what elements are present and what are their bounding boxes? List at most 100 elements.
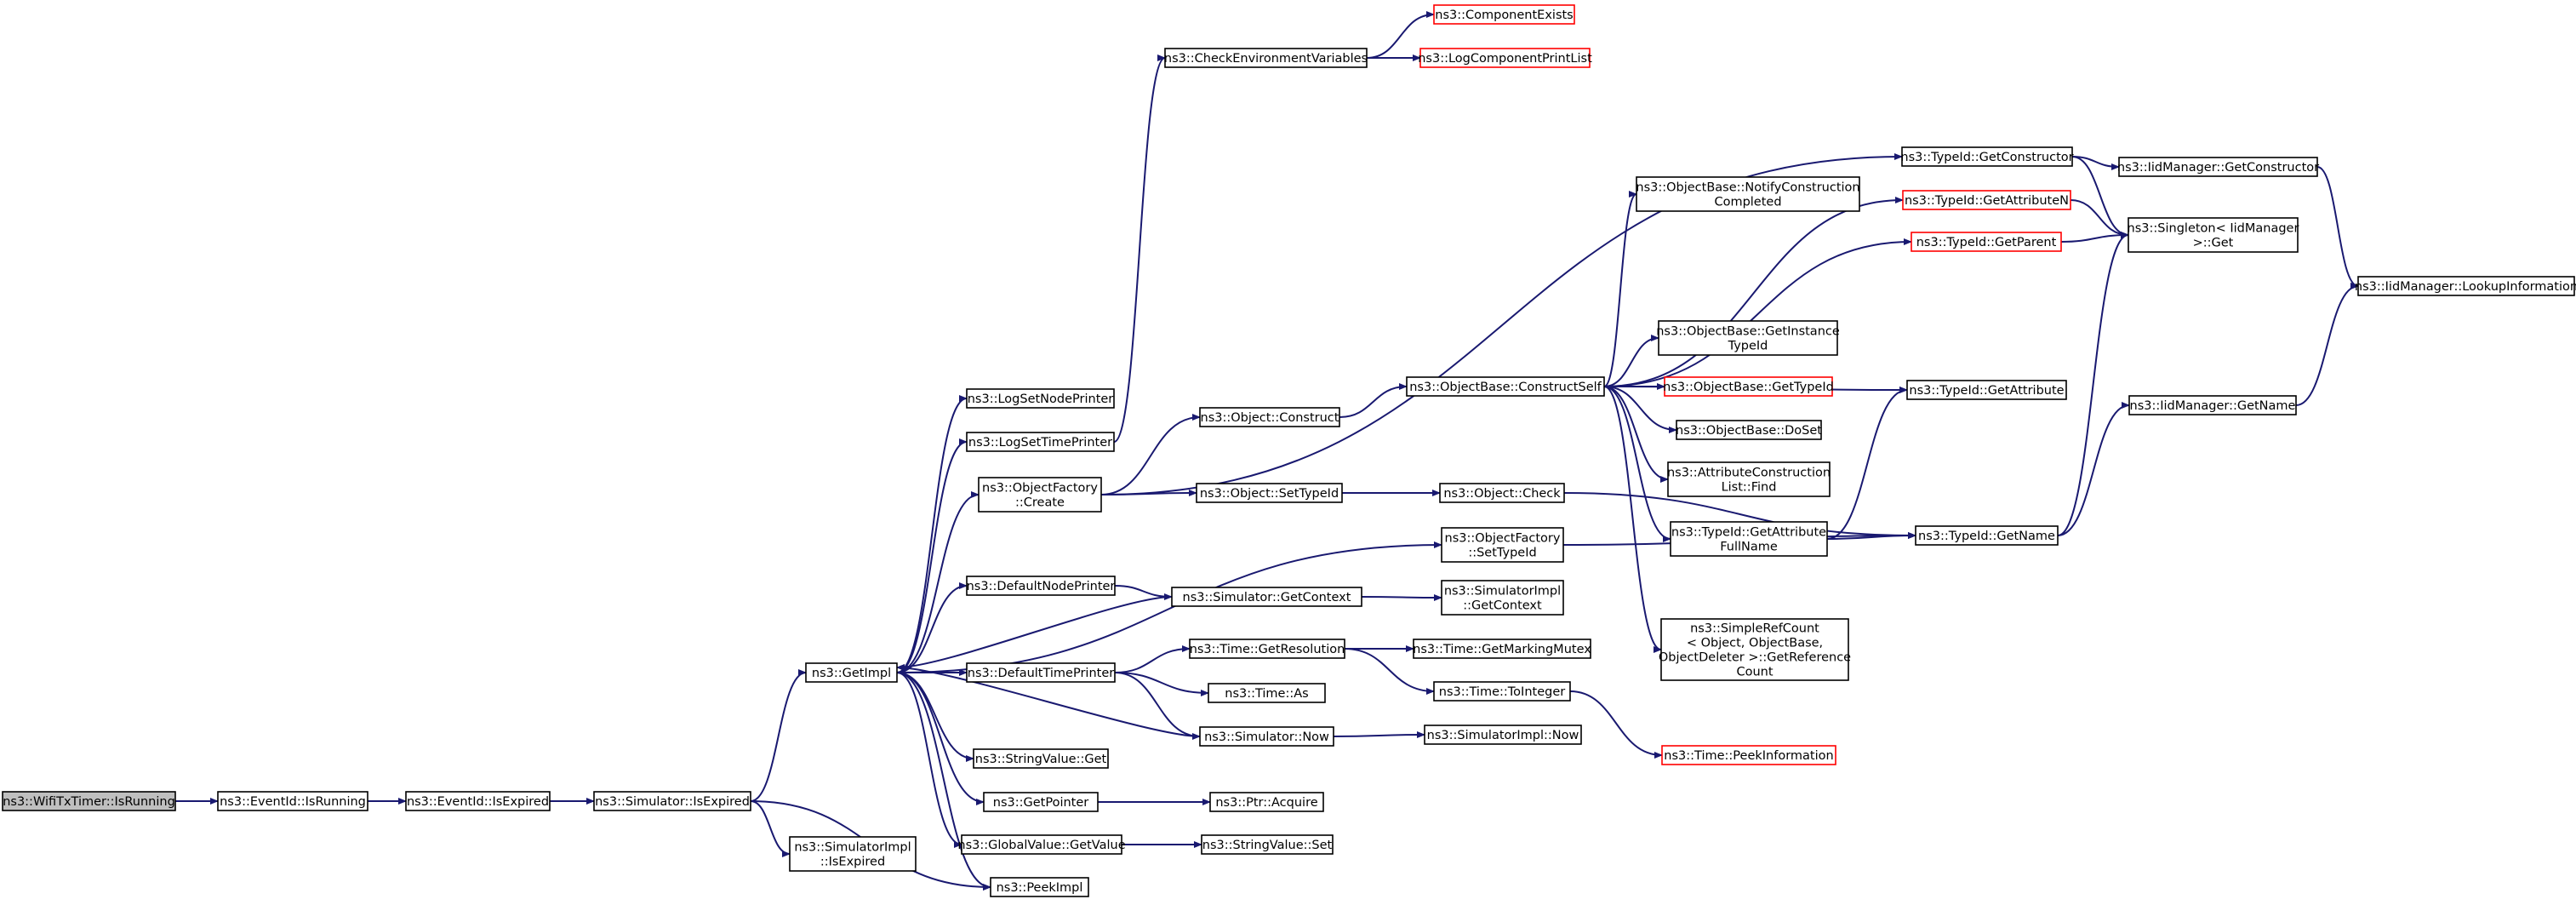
node-objectbase-gettypeid[interactable]: ns3::ObjectBase::GetTypeId (1663, 376, 1834, 397)
edge-objectbase-constructself-to-typeid-getattribute-fullname (1603, 386, 1671, 542)
node-typeid-getattribute[interactable]: ns3::TypeId::GetAttribute (1906, 380, 2067, 400)
edge-getimpl-to-getpointer (896, 672, 985, 805)
node-label: ns3::ObjectBase::DoSet (1676, 424, 1822, 438)
node-logcomponentprintlist[interactable]: ns3::LogComponentPrintList (1418, 48, 1592, 68)
node-getpointer[interactable]: ns3::GetPointer (983, 792, 1099, 812)
edge-defaulttimeprinter-to-time-getresolution (1114, 645, 1191, 673)
node-label: ns3::ObjectFactory (1445, 532, 1561, 546)
edge-objectbase-constructself-to-objectbase-doset (1603, 386, 1677, 433)
node-label: ns3::IidManager::LookupInformation (2355, 280, 2576, 294)
edge-time-tointeger-to-time-peekinformation (1569, 690, 1663, 759)
node-getimpl[interactable]: ns3::GetImpl (805, 662, 898, 683)
node-iidmanager-lookupinformation[interactable]: ns3::IidManager::LookupInformation (2355, 276, 2576, 296)
node-eventid-isexpired[interactable]: ns3::EventId::IsExpired (405, 791, 551, 811)
node-label: ObjectDeleter >::GetReference (1659, 651, 1851, 665)
node-defaultnodeprinter[interactable]: ns3::DefaultNodePrinter (966, 576, 1116, 596)
node-box (2128, 395, 2297, 415)
node-box (1413, 639, 1591, 659)
edge-defaulttimeprinter-to-simulator-now (1114, 672, 1201, 740)
node-objectfactory-create[interactable]: ns3::ObjectFactory::Create (978, 477, 1102, 513)
node-label: ns3::LogComponentPrintList (1418, 52, 1592, 66)
node-wifitxtimer-isrunning[interactable]: ns3::WifiTxTimer::IsRunning (2, 791, 176, 811)
node-simulator-getcontext[interactable]: ns3::Simulator::GetContext (1171, 587, 1362, 607)
node-label: ns3::TypeId::GetAttributeN (1905, 194, 2069, 208)
node-simulatorimpl-getcontext[interactable]: ns3::SimulatorImpl::GetContext (1441, 580, 1564, 616)
node-box (1902, 190, 2071, 210)
node-label: ns3::LogSetTimePrinter (968, 436, 1112, 450)
node-time-getresolution[interactable]: ns3::Time::GetResolution (1189, 639, 1345, 659)
node-time-getmarkingmutex[interactable]: ns3::Time::GetMarkingMutex (1413, 639, 1591, 659)
node-label: ns3::DefaultNodePrinter (967, 580, 1116, 593)
node-objectbase-notifyconstruction-completed[interactable]: ns3::ObjectBase::NotifyConstructionCompl… (1636, 176, 1860, 212)
node-label: ns3::Singleton< IidManager (2128, 222, 2299, 236)
node-stringvalue-get[interactable]: ns3::StringValue::Get (973, 748, 1109, 769)
node-defaulttimeprinter[interactable]: ns3::DefaultTimePrinter (966, 662, 1116, 683)
node-label: ns3::StringValue::Set (1202, 839, 1333, 852)
node-objectbase-doset[interactable]: ns3::ObjectBase::DoSet (1676, 420, 1822, 440)
node-time-peekinformation[interactable]: ns3::Time::PeekInformation (1661, 745, 1836, 765)
edge-simulator-getcontext-to-simulatorimpl-getcontext (1361, 593, 1442, 601)
edge-typeid-getparent-to-singleton-iidmanager-get (2060, 232, 2129, 243)
node-label: < Object, ObjectBase, (1687, 637, 1823, 650)
node-label: ::Create (1015, 496, 1065, 510)
node-label: ::GetContext (1463, 599, 1542, 613)
node-box (1441, 527, 1564, 563)
node-label: ns3::Ptr::Acquire (1215, 796, 1317, 810)
node-iidmanager-getconstructor[interactable]: ns3::IidManager::GetConstructor (2117, 157, 2319, 177)
node-componentexists[interactable]: ns3::ComponentExists (1433, 4, 1575, 25)
node-label: TypeId (1728, 340, 1768, 353)
node-label: ns3::CheckEnvironmentVariables (1164, 52, 1368, 66)
edge-getimpl-to-globalvalue-getvalue (896, 672, 962, 848)
node-checkenvironmentvariables[interactable]: ns3::CheckEnvironmentVariables (1164, 48, 1368, 68)
node-box (1164, 48, 1368, 68)
node-label: ns3::ObjectBase::NotifyConstruction (1636, 181, 1859, 195)
node-label: ns3::SimulatorImpl::Now (1427, 729, 1579, 742)
node-label: ns3::SimulatorImpl (1444, 585, 1561, 599)
node-box (978, 477, 1102, 513)
node-object-construct[interactable]: ns3::Object::Construct (1199, 407, 1340, 427)
edge-checkenvironmentvariables-to-componentexists (1366, 11, 1435, 59)
node-simulator-isexpired[interactable]: ns3::Simulator::IsExpired (593, 791, 751, 811)
node-label: ns3::Object::SetTypeId (1200, 487, 1339, 501)
node-typeid-getattributen[interactable]: ns3::TypeId::GetAttributeN (1902, 190, 2071, 210)
node-simulatorimpl-now[interactable]: ns3::SimulatorImpl::Now (1424, 725, 1582, 745)
node-simplerefcount-object-objectbase-objectdeleter-getreference-count[interactable]: ns3::SimpleRefCount< Object, ObjectBase,… (1659, 618, 1851, 681)
node-eventid-isrunning[interactable]: ns3::EventId::IsRunning (217, 791, 368, 811)
node-label: ns3::Time::GetResolution (1190, 643, 1345, 656)
node-objectfactory-settypeid[interactable]: ns3::ObjectFactory::SetTypeId (1441, 527, 1564, 563)
node-stringvalue-set[interactable]: ns3::StringValue::Set (1201, 834, 1334, 855)
node-box (1208, 683, 1326, 703)
node-iidmanager-getname[interactable]: ns3::IidManager::GetName (2128, 395, 2297, 415)
node-label: ns3::TypeId::GetParent (1916, 236, 2057, 249)
node-box (990, 877, 1089, 897)
node-typeid-getparent[interactable]: ns3::TypeId::GetParent (1911, 232, 2062, 252)
node-ptr-acquire[interactable]: ns3::Ptr::Acquire (1209, 792, 1324, 812)
node-logsettimeprinter[interactable]: ns3::LogSetTimePrinter (966, 432, 1115, 452)
node-object-settypeid[interactable]: ns3::Object::SetTypeId (1196, 483, 1343, 503)
node-label: ns3::LogSetNodePrinter (968, 392, 1114, 406)
node-box (805, 662, 898, 683)
node-typeid-getconstructor[interactable]: ns3::TypeId::GetConstructor (1900, 146, 2074, 167)
node-typeid-getname[interactable]: ns3::TypeId::GetName (1915, 525, 2059, 546)
node-object-check[interactable]: ns3::Object::Check (1439, 483, 1565, 503)
node-simulator-now[interactable]: ns3::Simulator::Now (1199, 726, 1334, 747)
node-objectbase-constructself[interactable]: ns3::ObjectBase::ConstructSelf (1406, 376, 1605, 397)
node-logsetnodeprinter[interactable]: ns3::LogSetNodePrinter (966, 388, 1115, 409)
node-time-as[interactable]: ns3::Time::As (1208, 683, 1326, 703)
node-layer: ns3::WifiTxTimer::IsRunning ns3::EventId:… (2, 4, 2576, 897)
edge-object-construct-to-objectbase-constructself (1339, 383, 1408, 418)
node-box (1433, 4, 1575, 25)
node-label: ns3::Time::GetMarkingMutex (1413, 643, 1591, 656)
node-peekimpl[interactable]: ns3::PeekImpl (990, 877, 1089, 897)
node-box (1658, 320, 1838, 356)
node-simulatorimpl-isexpired[interactable]: ns3::SimulatorImpl::IsExpired (789, 836, 917, 872)
node-box (593, 791, 751, 811)
node-singleton-iidmanager-get[interactable]: ns3::Singleton< IidManager>::Get (2128, 217, 2299, 253)
node-globalvalue-getvalue[interactable]: ns3::GlobalValue::GetValue (957, 834, 1126, 855)
node-time-tointeger[interactable]: ns3::Time::ToInteger (1433, 681, 1571, 702)
edge-simulator-isexpired-to-simulatorimpl-isexpired (750, 800, 791, 857)
edge-getimpl-to-defaultnodeprinter (896, 582, 968, 673)
